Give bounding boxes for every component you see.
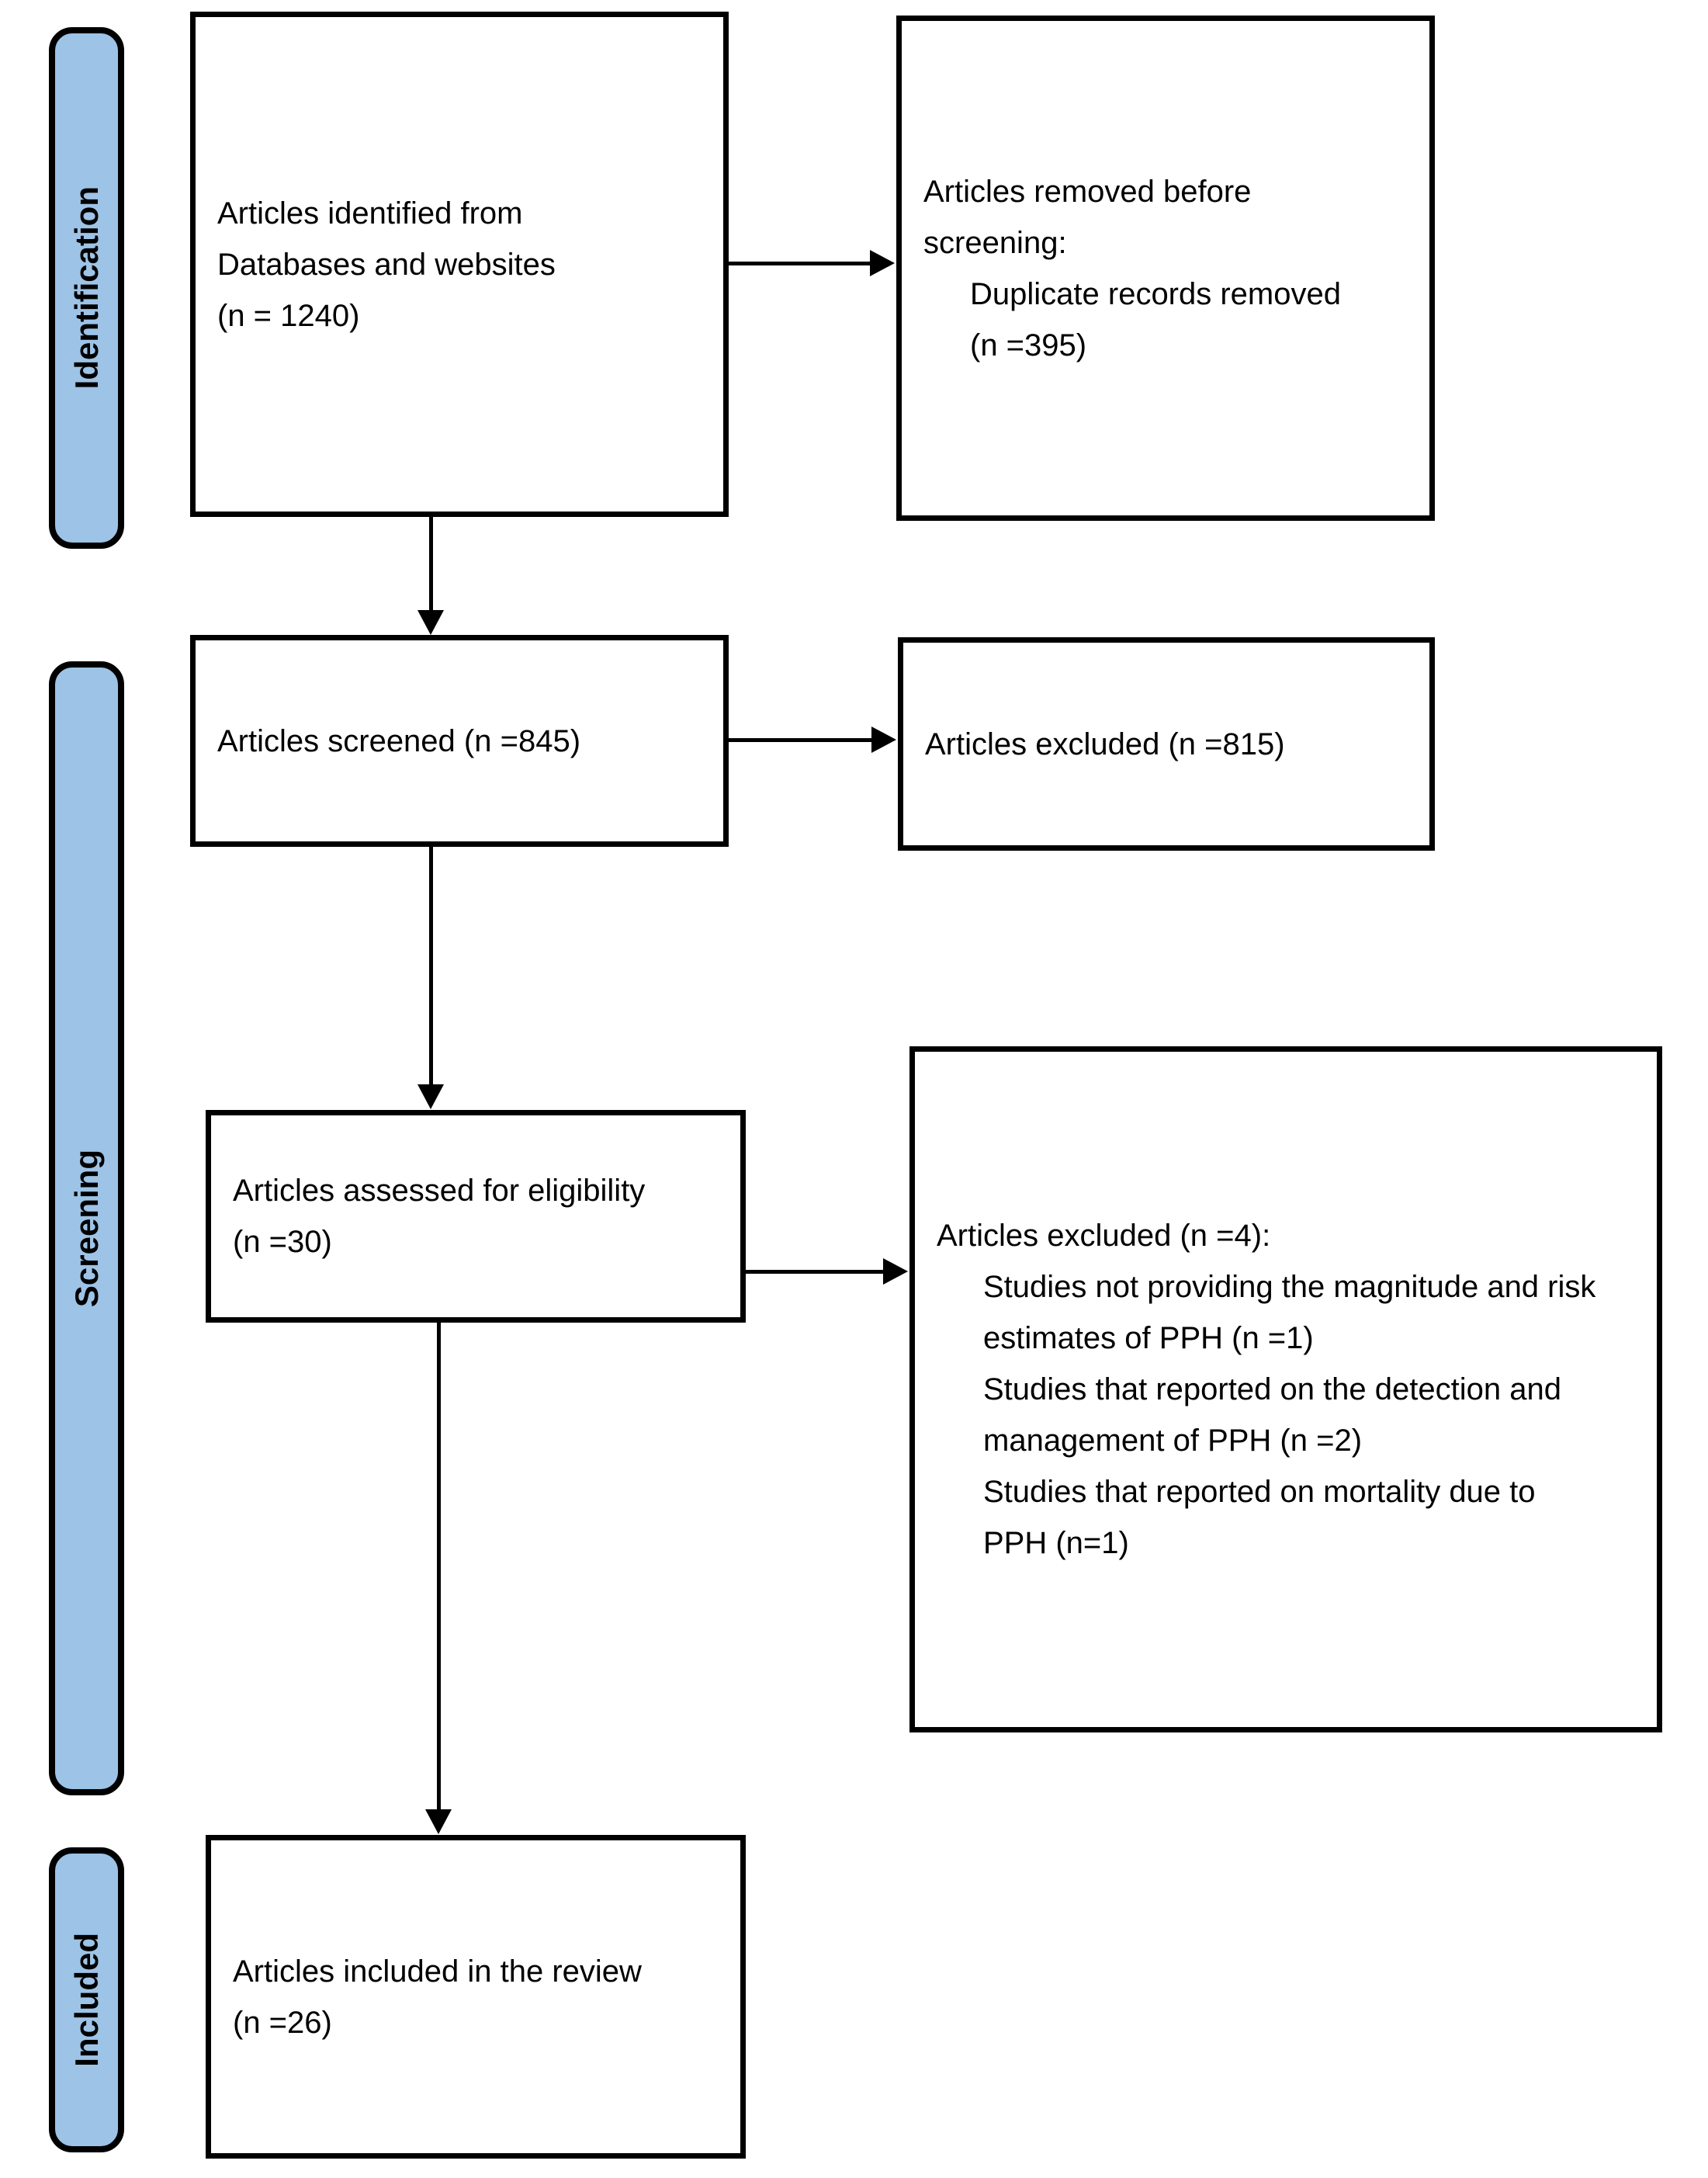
box-articles-excluded-screening-text: Articles excluded (n =815) xyxy=(925,727,1285,761)
exclusion-reason-1: Studies not providing the magnitude and … xyxy=(983,1270,1596,1355)
stage-label-screening: Screening xyxy=(68,1149,105,1308)
arrow-identified-to-removed-head xyxy=(870,250,895,276)
box-articles-included: Articles included in the review (n =26) xyxy=(206,1835,746,2159)
stage-bar-included: Included xyxy=(49,1847,124,2152)
arrow-assessed-to-included-line xyxy=(437,1323,441,1809)
box-articles-assessed-eligibility: Articles assessed for eligibility (n =30… xyxy=(206,1110,746,1323)
box-articles-excluded-eligibility-heading: Articles excluded (n =4): xyxy=(937,1219,1271,1253)
exclusion-reason-3: Studies that reported on mortality due t… xyxy=(983,1475,1536,1560)
box-articles-removed-heading: Articles removed before screening: xyxy=(923,174,1252,260)
exclusion-reason-2: Studies that reported on the detection a… xyxy=(983,1372,1561,1458)
arrow-screened-to-excluded-head xyxy=(871,727,896,753)
arrow-screened-to-excluded-line xyxy=(728,738,873,742)
arrow-screened-to-assessed-line xyxy=(429,847,433,1084)
arrow-assessed-to-included-head xyxy=(425,1809,452,1834)
arrow-identified-to-removed-line xyxy=(728,262,871,265)
arrow-assessed-to-excluded-head xyxy=(883,1258,908,1285)
stage-bar-screening: Screening xyxy=(49,661,124,1795)
box-articles-identified-text: Articles identified from Databases and w… xyxy=(217,196,556,333)
box-articles-assessed-text: Articles assessed for eligibility (n =30… xyxy=(233,1174,646,1259)
box-articles-screened: Articles screened (n =845) xyxy=(190,635,729,847)
arrow-identified-to-screened-line xyxy=(429,517,433,610)
arrow-screened-to-assessed-head xyxy=(417,1084,444,1109)
box-articles-removed-detail: Duplicate records removed (n =395) xyxy=(970,276,1341,362)
stage-label-included: Included xyxy=(68,1933,105,2067)
box-articles-excluded-screening: Articles excluded (n =815) xyxy=(898,637,1435,851)
arrow-identified-to-screened-head xyxy=(417,610,444,635)
stage-label-identification: Identification xyxy=(68,186,105,390)
box-articles-screened-text: Articles screened (n =845) xyxy=(217,723,581,758)
stage-bar-identification: Identification xyxy=(49,27,124,549)
box-articles-removed-before-screening: Articles removed before screening: Dupli… xyxy=(896,16,1435,521)
box-articles-identified: Articles identified from Databases and w… xyxy=(190,12,729,517)
box-articles-included-text: Articles included in the review (n =26) xyxy=(233,1954,642,2040)
box-articles-excluded-eligibility: Articles excluded (n =4): Studies not pr… xyxy=(909,1046,1662,1732)
arrow-assessed-to-excluded-line xyxy=(745,1270,885,1274)
